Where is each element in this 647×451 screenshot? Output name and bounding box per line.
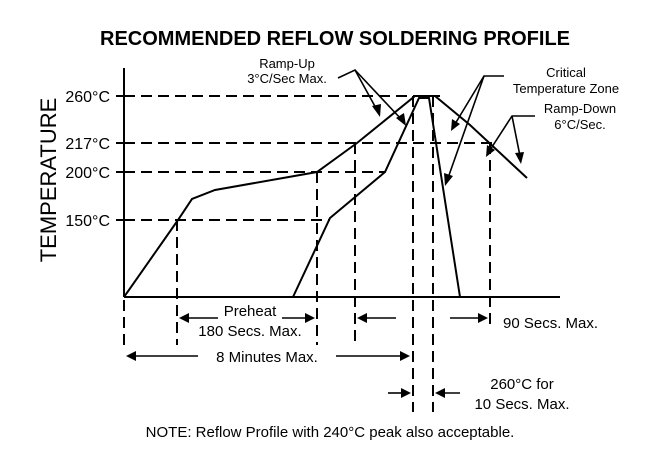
ramp-down-arrowhead-1 — [486, 145, 495, 157]
preheat-arrowhead-right — [305, 313, 315, 323]
ramp-up-label: Ramp-Up — [259, 56, 315, 71]
ramp-down-arrowhead-2 — [515, 152, 524, 164]
preheat-duration-label: 180 Secs. Max. — [198, 323, 301, 340]
peak-label: 260°C for — [490, 376, 554, 393]
critical-arrowhead-1 — [451, 119, 460, 131]
ninety-sec-arrowhead-right — [478, 313, 488, 323]
ninety-sec-label: 90 Secs. Max. — [503, 315, 598, 332]
critical-zone-label: Critical — [546, 65, 586, 80]
tick-label-217: 217°C — [65, 136, 110, 153]
critical-pointer-2 — [447, 75, 485, 179]
ramp-down-pointer-2 — [511, 115, 521, 157]
ramp-down-label: Ramp-Down — [544, 101, 616, 116]
critical-pointer-1 — [454, 75, 504, 125]
ninety-sec-arrowhead-left — [357, 313, 367, 323]
preheat-label: Preheat — [224, 303, 277, 320]
profile-curve-outer — [123, 95, 528, 298]
ramp-up-arrowhead-2 — [396, 113, 406, 126]
diagram-title: RECOMMENDED REFLOW SOLDERING PROFILE — [100, 28, 570, 50]
ramp-down-rate-label: 6°C/Sec. — [554, 117, 605, 132]
peak-duration-label: 10 Secs. Max. — [474, 396, 569, 413]
tick-label-150: 150°C — [65, 213, 110, 230]
ramp-up-rate-label: 3°C/Sec Max. — [247, 71, 327, 86]
eight-min-arrowhead-right — [400, 351, 410, 361]
ramp-up-pointer-2 — [354, 69, 403, 121]
y-axis-label: TEMPERATURE — [36, 98, 61, 263]
ramp-up-arrowhead-1 — [372, 104, 381, 117]
peak-arrowhead-right — [435, 388, 445, 398]
critical-arrowhead-2 — [444, 173, 453, 186]
tick-label-200: 200°C — [65, 165, 110, 182]
peak-arrowhead-left — [401, 388, 411, 398]
preheat-arrowhead-left — [179, 313, 189, 323]
ramp-down-pointer-1 — [489, 115, 535, 151]
tick-label-260: 260°C — [65, 89, 110, 106]
critical-zone-label-2: Temperature Zone — [513, 81, 619, 96]
profile-curve-inner — [292, 97, 461, 298]
eight-min-arrowhead-left — [126, 351, 136, 361]
ramp-up-pointer-1 — [337, 68, 378, 111]
note-text: NOTE: Reflow Profile with 240°C peak als… — [146, 424, 515, 441]
eight-min-label: 8 Minutes Max. — [216, 349, 318, 366]
